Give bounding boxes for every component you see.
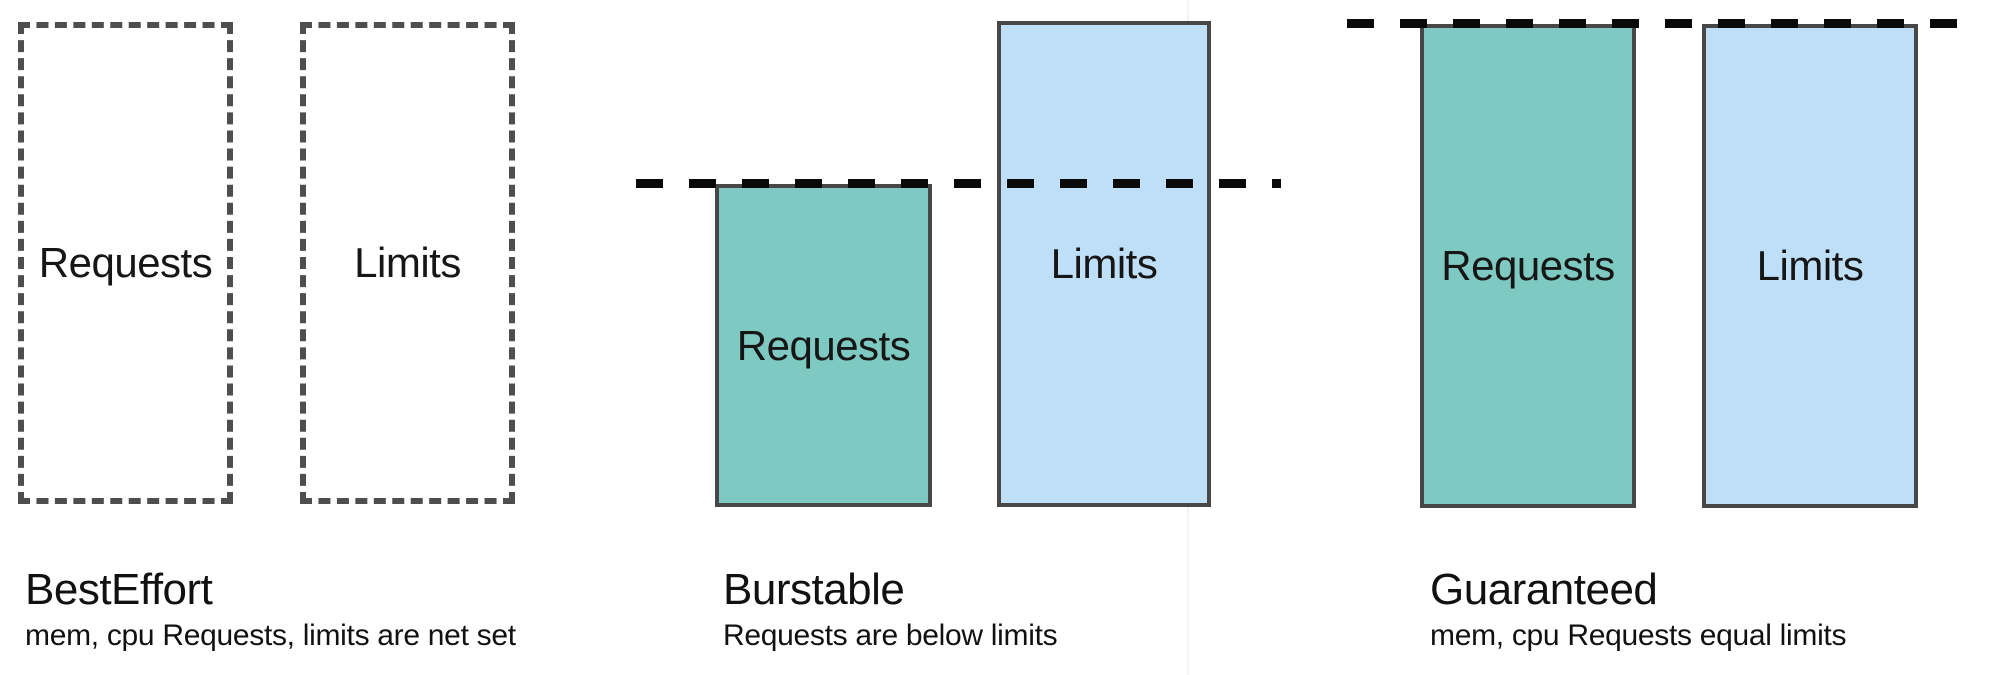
burstable-requests-label: Requests [736,321,911,369]
besteffort-subtitle: mem, cpu Requests, limits are net set [25,619,516,652]
besteffort-requests-box: Requests [18,22,233,504]
burstable-title: Burstable [723,565,905,614]
besteffort-limits-label: Limits [354,239,461,286]
burstable-limits-box: Limits [997,21,1211,507]
guaranteed-title: Guaranteed [1430,565,1658,614]
guaranteed-limits-label: Limits [1756,242,1864,289]
burstable-subtitle: Requests are below limits [723,619,1058,652]
guaranteed-subtitle: mem, cpu Requests equal limits [1430,619,1847,652]
guaranteed-threshold-line [1347,19,1980,28]
besteffort-caption: BestEffort mem, cpu Requests, limits are… [25,562,516,654]
burstable-caption: Burstable Requests are below limits [723,562,1058,654]
guaranteed-caption: Guaranteed mem, cpu Requests equal limit… [1430,562,1846,654]
besteffort-requests-label: Requests [38,239,213,286]
burstable-requests-box: Requests [715,184,932,507]
guaranteed-requests-label: Requests [1441,242,1615,289]
guaranteed-requests-box: Requests [1420,24,1636,508]
burstable-limits-label: Limits [1050,240,1158,287]
guaranteed-limits-box: Limits [1702,24,1918,508]
besteffort-title: BestEffort [25,565,213,614]
besteffort-limits-box: Limits [300,22,515,504]
burstable-threshold-line [636,179,1281,188]
